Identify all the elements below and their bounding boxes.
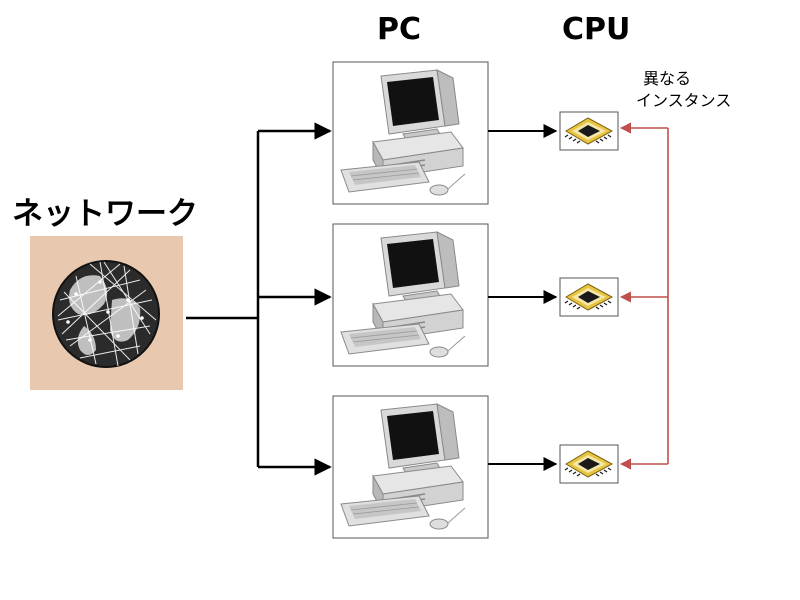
pc-column-label: PC: [377, 12, 422, 47]
cpu-node-1: [559, 111, 619, 151]
cpu-node-3: [559, 444, 619, 484]
pc-node-3: [332, 395, 489, 539]
network-label: ネットワーク: [12, 196, 198, 232]
globe-network-icon: [52, 260, 160, 368]
cpu-column-label: CPU: [562, 12, 631, 47]
pc-node-2: [332, 223, 489, 367]
network-node: [30, 236, 183, 390]
instances-label-line-1: 異なる: [643, 69, 692, 88]
cpu-node-2: [559, 277, 619, 317]
instances-label-line-2: インスタンス: [636, 91, 732, 110]
pc-cpu-connectors: [488, 124, 558, 471]
pc-node-1: [332, 61, 489, 205]
instances-label: 異なる インスタンス: [636, 68, 731, 112]
network-connectors: [186, 122, 332, 476]
instance-connectors: [619, 122, 669, 470]
